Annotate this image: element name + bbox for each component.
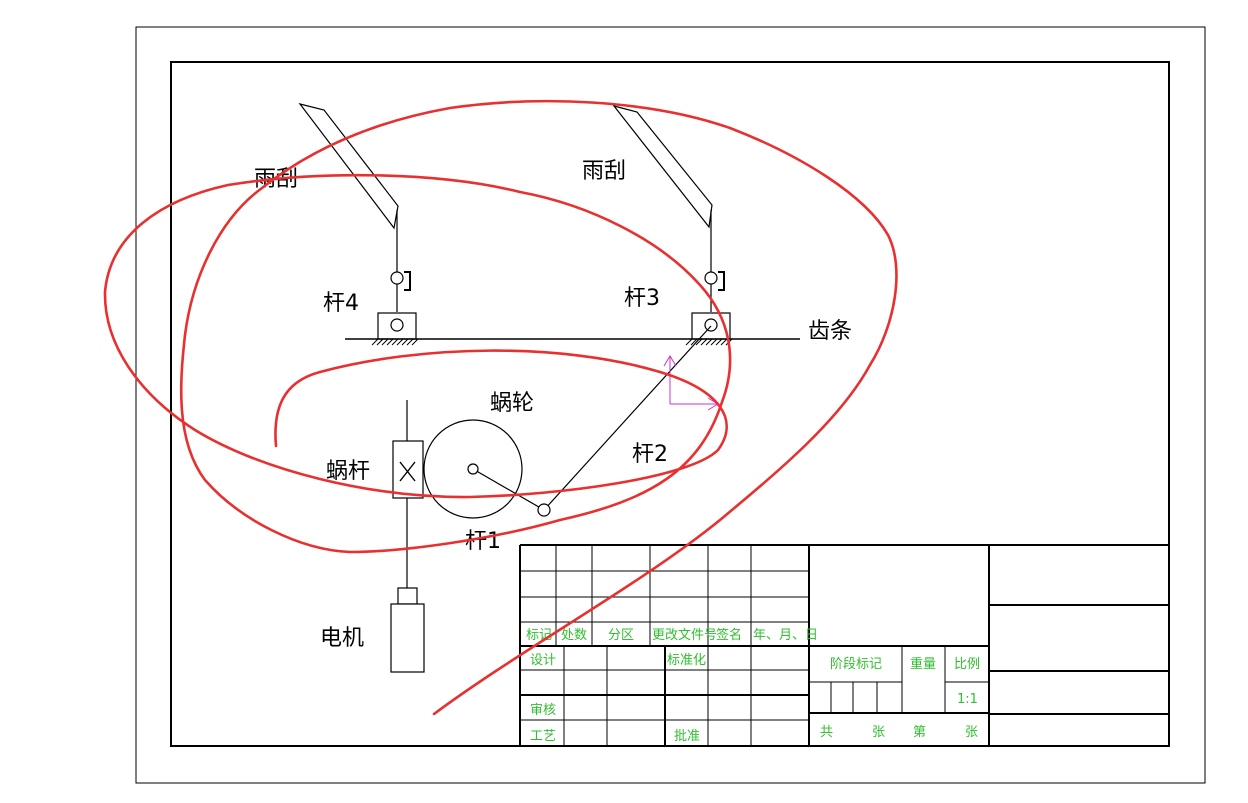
- wiper-left: [298, 103, 419, 346]
- tb-signature: 签名: [716, 627, 742, 643]
- motor-label: 电机: [320, 626, 364, 651]
- tb-stage-mark: 阶段标记: [830, 657, 882, 672]
- title-block: [519, 544, 1169, 746]
- tb-scale-value: 1:1: [957, 692, 978, 707]
- tb-approve: 批准: [674, 729, 700, 744]
- worm-wheel-assembly: [423, 325, 712, 519]
- wiper-right-pivot: [704, 271, 718, 285]
- rod3-label: 杆3: [624, 286, 660, 311]
- rod2-line: [543, 325, 712, 511]
- worm-label: 蜗杆: [326, 459, 370, 484]
- tb-change-doc: 更改文件号: [652, 628, 717, 643]
- rod2-label: 杆2: [632, 442, 668, 467]
- outer-border: [135, 26, 1206, 784]
- inner-border: [170, 61, 1170, 747]
- worm-wheel-center: [467, 463, 479, 475]
- tb-standardization: 标准化: [667, 653, 706, 668]
- tb-review: 审核: [530, 703, 556, 718]
- tb-date: 年、月、日: [753, 628, 818, 643]
- rod1-label: 杆1: [465, 529, 501, 554]
- tb-sheet: 张: [965, 725, 978, 740]
- wiper-right-label: 雨刮: [582, 159, 626, 184]
- tb-number: 第: [913, 725, 926, 740]
- motor-body: [390, 603, 425, 673]
- tb-total: 共: [820, 725, 833, 740]
- tb-weight: 重量: [910, 656, 936, 672]
- rod4-label: 杆4: [323, 291, 359, 316]
- tb-zone: 分区: [608, 628, 634, 643]
- tb-sheets: 张: [872, 725, 885, 740]
- worm-assembly: [390, 400, 425, 673]
- tb-scale: 比例: [954, 657, 980, 672]
- wiper-right-blade: [612, 104, 713, 229]
- tb-process: 工艺: [530, 729, 556, 744]
- worm-box: [392, 440, 424, 499]
- red-annotation-scribble: [103, 99, 898, 716]
- rack-label: 齿条: [808, 319, 852, 344]
- rod1-rod2-joint: [537, 503, 551, 517]
- worm-wheel-label: 蜗轮: [490, 391, 534, 416]
- tb-mark: 标记: [526, 628, 552, 643]
- rod1-line: [472, 468, 545, 511]
- tb-design: 设计: [530, 653, 556, 668]
- wiper-left-blade: [298, 103, 399, 230]
- tb-count: 处数: [561, 628, 587, 643]
- worm-wheel: [423, 419, 523, 519]
- motor-coupling: [397, 587, 418, 605]
- wiper-left-pivot: [390, 271, 404, 285]
